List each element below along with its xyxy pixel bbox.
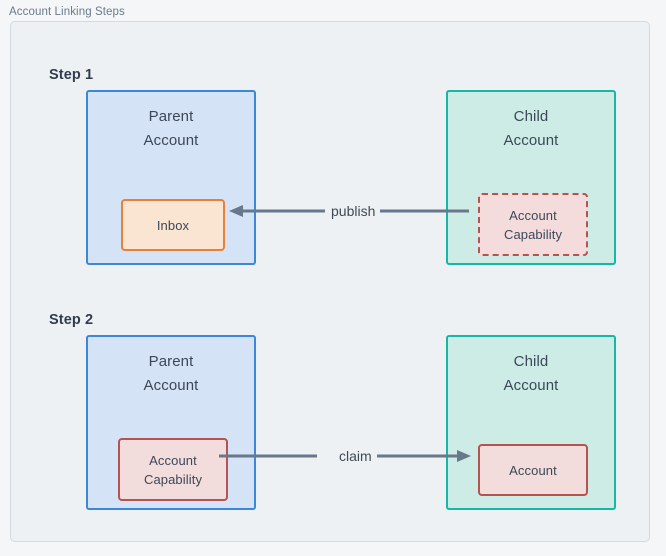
step-2-parent-account-node[interactable]: Parent Account Account Capability <box>86 335 256 510</box>
step-2-child-account-node[interactable]: Child Account Account <box>446 335 616 510</box>
step-2-label: Step 2 <box>49 312 94 328</box>
step-1-inbox-node[interactable]: Inbox <box>121 199 225 251</box>
step-1-child-account-node[interactable]: Child Account Account Capability <box>446 90 616 265</box>
step-1-edge-label: publish <box>326 202 381 220</box>
step-1-account-capability-node[interactable]: Account Capability <box>478 193 588 256</box>
step-1-parent-account-node[interactable]: Parent Account Inbox <box>86 90 256 265</box>
step-1-child-account-title: Child Account <box>503 108 559 149</box>
step-2-parent-account-title: Parent Account <box>143 353 199 394</box>
step-1-publish-arrow <box>229 205 469 217</box>
step-2-account-capability-node[interactable]: Account Capability <box>118 438 228 501</box>
diagram-caption: Account Linking Steps <box>9 6 125 18</box>
diagram-frame: Step 1 Parent Account Inbox Child Accoun… <box>10 21 650 542</box>
step-1-parent-account-title: Parent Account <box>143 108 199 149</box>
step-2-child-account-title: Child Account <box>503 353 559 394</box>
step-1-label: Step 1 <box>49 67 94 83</box>
step-2-edge-label: claim <box>334 447 377 465</box>
step-2-account-node[interactable]: Account <box>478 444 588 496</box>
